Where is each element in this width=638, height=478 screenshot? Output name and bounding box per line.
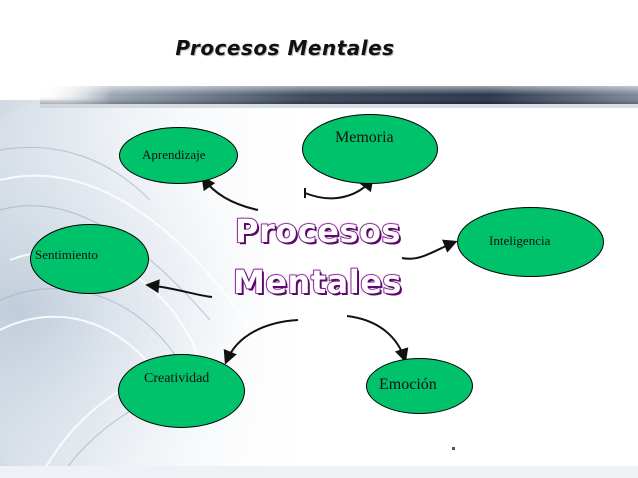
- node-memoria-label: Memoria: [335, 129, 394, 146]
- node-aprendizaje: Aprendizaje: [119, 127, 238, 184]
- footer-mark: [452, 447, 455, 450]
- node-sentimiento: Sentimiento: [30, 224, 149, 294]
- node-inteligencia-label: Inteligencia: [489, 233, 551, 248]
- center-title-line1: Procesos: [234, 211, 401, 251]
- node-creatividad-label: Creatividad: [144, 371, 210, 386]
- arrow-to-creatividad: [223, 319, 299, 365]
- slide-title: Procesos Mentales: [175, 36, 395, 60]
- node-sentimiento-label: Sentimiento: [35, 247, 98, 262]
- arrow-to-emocion: [346, 315, 409, 363]
- arrow-to-sentimiento: [145, 279, 213, 298]
- node-emocion: Emoción: [366, 358, 473, 414]
- node-aprendizaje-label: Aprendizaje: [142, 147, 206, 162]
- node-emocion-label: Emoción: [379, 376, 437, 393]
- node-memoria: Memoria: [302, 114, 438, 184]
- node-creatividad: Creatividad: [118, 354, 245, 428]
- node-inteligencia: Inteligencia: [457, 207, 604, 277]
- center-title-line2: Mentales: [232, 262, 402, 302]
- arrow-to-inteligencia: [401, 239, 458, 260]
- arrow-to-aprendizaje: [201, 175, 259, 211]
